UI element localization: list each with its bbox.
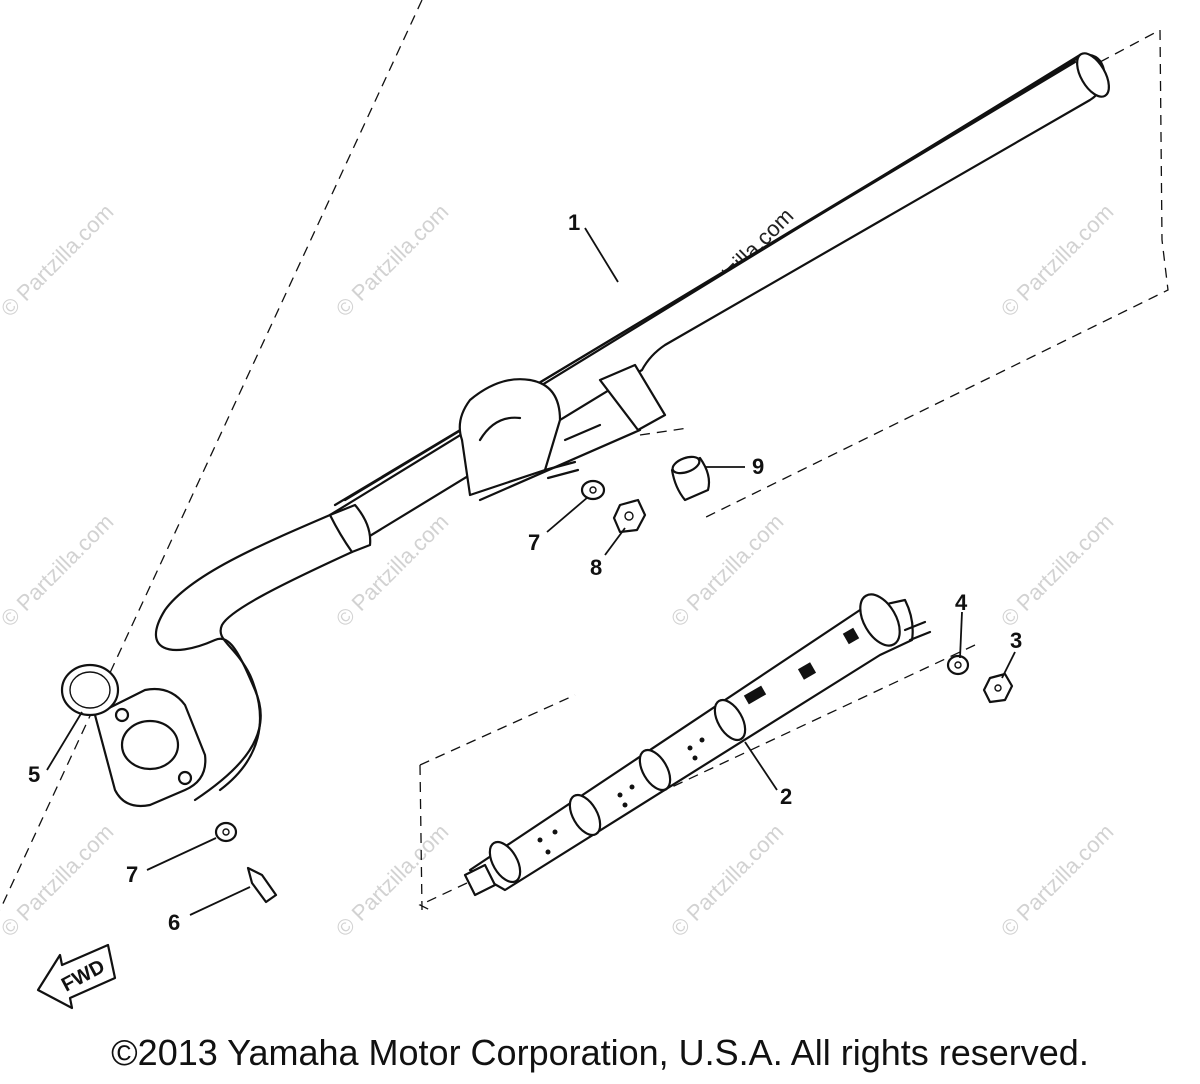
callout-5: 5	[28, 762, 40, 787]
callout-3: 3	[1010, 628, 1022, 653]
watermark: © Partzilla.com	[0, 819, 118, 942]
watermark: © Partzilla.com	[0, 199, 118, 322]
watermark: © Partzilla.com	[331, 199, 454, 322]
callout-9: 9	[752, 454, 764, 479]
callout-4: 4	[955, 590, 968, 615]
watermark: © Partzilla.com	[996, 819, 1119, 942]
assembly-guides	[0, 0, 1169, 911]
copyright-notice: ©2013 Yamaha Motor Corporation, U.S.A. A…	[111, 1032, 1089, 1073]
callout-8: 8	[590, 555, 602, 580]
gasket-part	[60, 663, 120, 717]
baffle	[463, 593, 932, 897]
callout-7-lower: 7	[126, 862, 138, 887]
watermark: © Partzilla.com	[996, 199, 1119, 322]
muffler	[93, 52, 1110, 808]
watermark: © Partzilla.com	[996, 509, 1119, 632]
bracket-hardware	[580, 455, 711, 534]
watermark: © Partzilla.com	[666, 819, 789, 942]
leader-lines	[46, 227, 1016, 916]
baffle-hardware	[946, 654, 1014, 704]
forward-arrow-icon: FWD	[36, 943, 117, 1010]
callout-1: 1	[568, 210, 580, 235]
callout-7-upper: 7	[528, 530, 540, 555]
watermark: © Partzilla.com	[666, 509, 789, 632]
callout-6: 6	[168, 910, 180, 935]
callouts: 1 2 3 4 5 6 7 7 8 9	[28, 210, 1022, 935]
watermark: © Partzilla.com	[0, 509, 118, 632]
callout-2: 2	[780, 784, 792, 809]
flange-hardware	[214, 821, 278, 904]
watermark: © Partzilla.com	[331, 819, 454, 942]
